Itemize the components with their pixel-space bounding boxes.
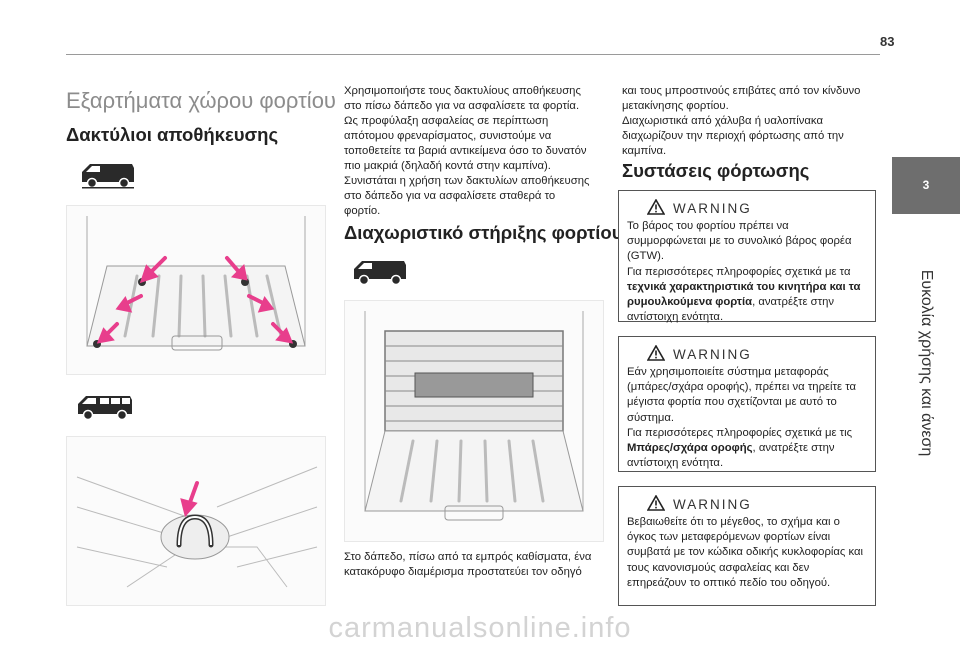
paragraph: και τους μπροστινούς επιβάτες από τον κί… <box>622 85 861 112</box>
warning-box-weight: WARNING Το βάρος του φορτίου πρέπει να σ… <box>618 190 876 323</box>
warning-body: Το βάρος του φορτίου πρέπει να συμμορφών… <box>619 219 875 333</box>
paragraph: Συνιστάται η χρήση των δακτυλίων αποθήκε… <box>344 175 590 217</box>
warning-box-roof-bars: WARNING Εάν χρησιμοποιείτε σύστημα μεταφ… <box>618 336 876 472</box>
warning-text: Το βάρος του φορτίου πρέπει να συμμορφών… <box>627 220 852 263</box>
warning-text-post: , ανατρέξτε στην αντίστοιχη ενότητα. <box>627 442 835 470</box>
continuation-text: και τους μπροστινούς επιβάτες από τον κί… <box>622 84 872 159</box>
caption: Στο δάπεδο, πίσω από τα εμπρός καθίσματα… <box>344 551 592 578</box>
warning-triangle-icon <box>647 199 665 215</box>
section-title: Εξαρτήματα χώρου φορτίου <box>66 88 336 113</box>
header-divider <box>66 54 880 55</box>
warning-header: WARNING <box>619 337 875 365</box>
warning-text-post: , ανατρέξτε στην αντίστοιχη ενότητα. <box>627 296 835 324</box>
storage-rings-text: Χρησιμοποιήστε τους δακτυλίους αποθήκευσ… <box>344 84 592 219</box>
warning-label: WARNING <box>673 201 752 216</box>
warning-label: WARNING <box>673 347 752 362</box>
load-divider-illustration <box>344 300 604 542</box>
chapter-tab: 3 <box>892 157 960 213</box>
tab-divider <box>892 213 960 214</box>
page-number: 83 <box>880 34 895 49</box>
warning-header: WARNING <box>619 487 875 515</box>
paragraph: Διαχωριστικά από χάλυβα ή υαλοπίνακα δια… <box>622 115 844 157</box>
minibus-ring-illustration <box>66 436 326 606</box>
storage-rings-heading: Δακτύλιοι αποθήκευσης <box>66 124 279 145</box>
warning-text: Για περισσότερες πληροφορίες σχετικά με … <box>627 426 867 472</box>
watermark: carmanualsonline.info <box>328 612 632 644</box>
load-divider-caption: Στο δάπεδο, πίσω από τα εμπρός καθίσματα… <box>344 550 592 580</box>
warning-text: Βεβαιωθείτε ότι το μέγεθος, το σχήμα και… <box>627 516 864 589</box>
warning-text: Για περισσότερες πληροφορίες σχετικά με … <box>627 265 867 326</box>
storage-rings-illustration <box>66 205 326 375</box>
chapter-side-label: Ευκολία χρήσης και άνεση <box>892 213 960 603</box>
paragraph: Χρησιμοποιήστε τους δακτυλίους αποθήκευσ… <box>344 85 581 112</box>
chapter-title: Ευκολία χρήσης και άνεση <box>918 269 935 457</box>
chapter-number: 3 <box>922 178 930 192</box>
warning-text-bold: τεχνικά χαρακτηριστικά του κινητήρα και … <box>627 280 861 309</box>
warning-text-pre: Για περισσότερες πληροφορίες σχετικά με … <box>627 265 851 278</box>
van-icon <box>82 164 134 189</box>
paragraph: Ως προφύλαξη ασφαλείας σε περίπτωση απότ… <box>344 115 587 172</box>
warning-label: WARNING <box>673 497 752 512</box>
warning-triangle-icon <box>647 345 665 361</box>
warning-triangle-icon <box>647 495 665 511</box>
warning-box-dimensions: WARNING Βεβαιωθείτε ότι το μέγεθος, το σ… <box>618 486 876 606</box>
warning-text-pre: Για περισσότερες πληροφορίες σχετικά με … <box>627 426 853 439</box>
warning-body: Εάν χρησιμοποιείτε σύστημα μεταφοράς (μπ… <box>619 365 875 479</box>
warning-text: Εάν χρησιμοποιείτε σύστημα μεταφοράς (μπ… <box>627 366 857 424</box>
van-icon <box>354 261 406 286</box>
load-divider-heading: Διαχωριστικό στήριξης φορτίου <box>344 222 623 243</box>
minibus-icon <box>78 396 132 421</box>
loading-recommendations-heading: Συστάσεις φόρτωσης <box>622 160 810 181</box>
warning-header: WARNING <box>619 191 875 219</box>
warning-body: Βεβαιωθείτε ότι το μέγεθος, το σχήμα και… <box>619 515 875 599</box>
warning-text-bold: Μπάρες/σχάρα οροφής <box>627 442 753 455</box>
